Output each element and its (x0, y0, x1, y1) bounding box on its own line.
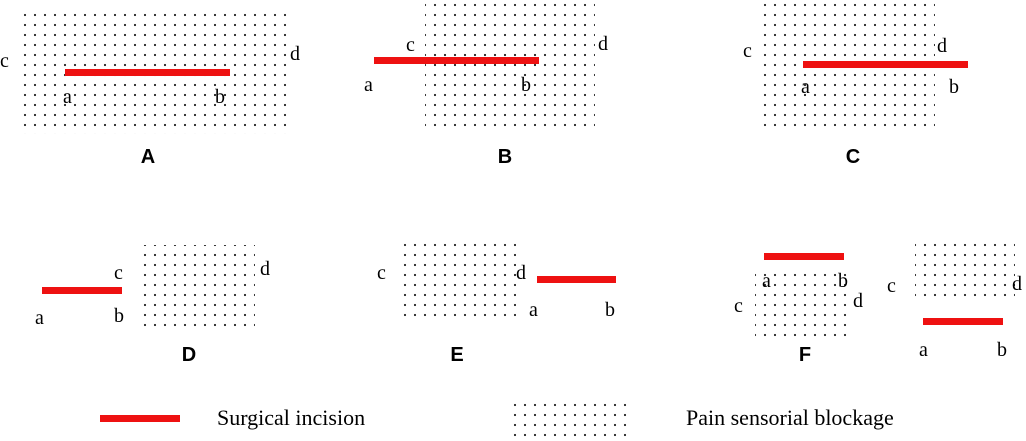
panel-e: c d a b E (377, 240, 616, 366)
blockage-region (137, 245, 255, 332)
incision-line (764, 253, 844, 260)
incision-line (537, 276, 616, 283)
legend: Surgical incision Pain sensorial blockag… (100, 400, 894, 441)
label-c: c (734, 295, 743, 317)
incision-line (803, 61, 968, 68)
legend-blockage-label: Pain sensorial blockage (686, 405, 894, 430)
label-b: b (215, 86, 225, 108)
label-c: c (406, 34, 415, 56)
panel-a: c d a b A (0, 12, 300, 168)
legend-incision-swatch (100, 415, 180, 422)
label-d: d (598, 33, 608, 55)
label-a: a (364, 74, 373, 96)
label-c: c (887, 275, 896, 297)
label-a: a (529, 299, 538, 321)
incision-line (42, 287, 122, 294)
panel-c: c d a b C (743, 0, 968, 168)
label-d: d (290, 43, 300, 65)
label-a: a (63, 86, 72, 108)
blockage-region (425, 0, 595, 129)
panel-title: F (799, 344, 811, 366)
label-c: c (114, 262, 123, 284)
panel-title: B (498, 146, 512, 168)
panel-b: c d a b B (364, 0, 608, 168)
panel-title: C (846, 146, 860, 168)
panel-title: A (141, 146, 155, 168)
label-b: b (838, 270, 848, 292)
label-a: a (35, 307, 44, 329)
label-b: b (997, 339, 1007, 361)
incision-line (65, 69, 230, 76)
label-d: d (853, 290, 863, 312)
label-b: b (949, 76, 959, 98)
panel-title: E (450, 344, 463, 366)
label-a: a (762, 270, 771, 292)
label-c: c (377, 262, 386, 284)
panel-f: a b c d c d a b F (734, 240, 1022, 366)
label-c: c (743, 40, 752, 62)
panel-title: D (182, 344, 196, 366)
label-d: d (937, 35, 947, 57)
incision-line (374, 57, 539, 64)
blockage-region (755, 268, 850, 338)
label-a: a (801, 76, 810, 98)
legend-blockage-swatch (513, 400, 630, 441)
label-b: b (521, 74, 531, 96)
panel-d: c d a b D (35, 245, 270, 366)
label-a: a (919, 339, 928, 361)
blockage-region (398, 240, 516, 320)
blockage-region (915, 240, 1015, 302)
incision-line (923, 318, 1003, 325)
label-d: d (260, 258, 270, 280)
label-c: c (0, 50, 9, 72)
label-b: b (605, 299, 615, 321)
label-b: b (114, 305, 124, 327)
label-d: d (1012, 273, 1022, 295)
legend-incision-label: Surgical incision (217, 405, 365, 430)
label-d: d (516, 262, 526, 284)
